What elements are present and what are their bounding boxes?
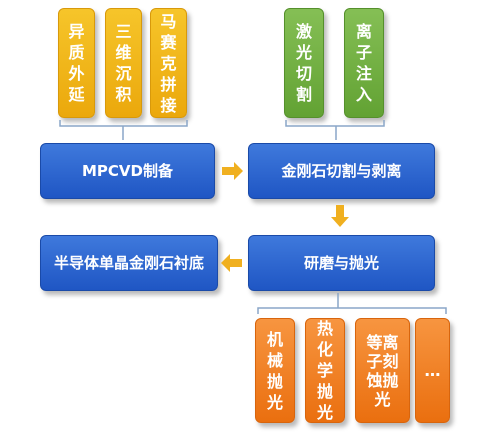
step-mpcvd-label: MPCVD制备 xyxy=(82,162,173,180)
method-ion-implantation-label: 离子 注入 xyxy=(355,22,372,104)
method-laser-cutting: 激光 切割 xyxy=(284,8,324,118)
bracket-top-left xyxy=(59,120,188,140)
step-grind-polish: 研磨与抛光 xyxy=(248,235,435,291)
method-heteroepitaxy: 异质 外延 xyxy=(58,8,95,118)
method-thermochemical-polishing-label: 热化 学抛 光 xyxy=(316,319,333,422)
step-cut-peel: 金刚石切割与剥离 xyxy=(248,143,435,199)
method-mechanical-polishing: 机械 抛光 xyxy=(255,318,295,423)
arrow-down-icon xyxy=(331,205,349,227)
method-ion-implantation: 离子 注入 xyxy=(344,8,384,118)
step-mpcvd: MPCVD制备 xyxy=(40,143,215,199)
method-more-label: … xyxy=(424,361,441,380)
arrow-left-icon xyxy=(221,254,242,272)
method-plasma-etch-polishing: 等离 子刻 蚀抛 光 xyxy=(355,318,410,423)
method-more: … xyxy=(415,318,450,423)
method-laser-cutting-label: 激光 切割 xyxy=(295,22,312,104)
method-mosaic-splicing: 马赛 克拼 接 xyxy=(150,8,187,118)
method-plasma-etch-polishing-label: 等离 子刻 蚀抛 光 xyxy=(366,332,399,409)
method-thermochemical-polishing: 热化 学抛 光 xyxy=(305,318,345,423)
method-3d-deposition: 三维 沉积 xyxy=(105,8,142,118)
method-3d-deposition-label: 三维 沉积 xyxy=(115,22,132,104)
method-mechanical-polishing-label: 机械 抛光 xyxy=(266,329,283,412)
step-grind-polish-label: 研磨与抛光 xyxy=(303,254,379,272)
method-heteroepitaxy-label: 异质 外延 xyxy=(68,22,85,104)
step-substrate: 半导体单晶金刚石衬底 xyxy=(40,235,218,291)
bracket-bottom xyxy=(257,293,447,314)
method-mosaic-splicing-label: 马赛 克拼 接 xyxy=(160,11,177,115)
arrow-right-icon xyxy=(222,162,243,180)
step-cut-peel-label: 金刚石切割与剥离 xyxy=(281,162,402,180)
bracket-top-right xyxy=(285,120,385,140)
step-substrate-label: 半导体单晶金刚石衬底 xyxy=(53,254,204,272)
